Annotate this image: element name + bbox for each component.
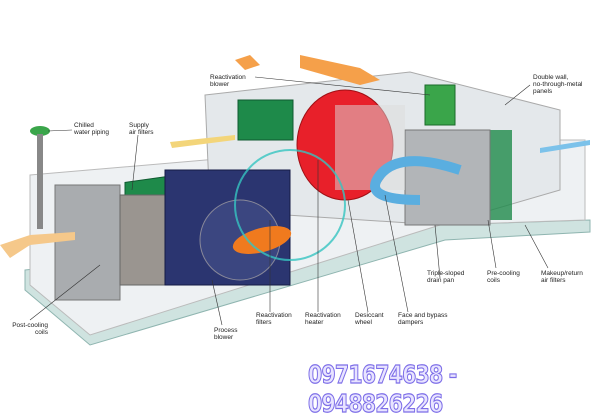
label-drain-pan: Triple-sloped drain pan xyxy=(427,270,465,284)
pre-cooling-coil xyxy=(404,129,491,226)
label-makeup-filters: Makeup/return air filters xyxy=(541,270,583,284)
leader-lines xyxy=(29,76,549,326)
exhaust-arrow xyxy=(0,232,75,258)
reactivation-filter-panel xyxy=(237,99,294,141)
supply-coil xyxy=(119,194,166,286)
chilled-water-valve xyxy=(30,126,50,136)
post-cooling-coil xyxy=(54,184,121,301)
label-chilled-water: Chilled water piping xyxy=(74,122,110,136)
air-handling-unit-diagram xyxy=(0,55,591,346)
phone-watermark: 0971674638 - 0948826226 xyxy=(308,359,458,418)
label-supply-filters: Supply air filters xyxy=(129,122,154,136)
logo-watermark xyxy=(234,149,346,261)
label-face-bypass: Face and bypass dampers xyxy=(398,312,448,326)
reactivation-exhaust-arrow xyxy=(235,55,260,70)
label-reactivation-blower: Reactivation blower xyxy=(210,74,246,88)
label-pre-cooling: Pre-cooling coils xyxy=(487,270,520,284)
reactivation-blower xyxy=(424,84,456,126)
supply-air-arrow xyxy=(170,135,235,148)
makeup-air-arrow xyxy=(540,140,590,153)
heated-air-arrow xyxy=(232,226,292,254)
process-air-arrow xyxy=(370,156,462,205)
pre-cooling-filter xyxy=(490,130,512,220)
reactivation-air-arrow xyxy=(300,55,380,85)
label-reactivation-filters: Reactivation filters xyxy=(256,312,292,326)
label-process-blower: Process blower xyxy=(214,327,238,341)
label-reactivation-heater: Reactivation heater xyxy=(305,312,341,326)
label-desiccant-wheel: Desiccant wheel xyxy=(355,312,384,326)
label-post-cooling: Post-cooling coils xyxy=(12,322,48,336)
label-double-wall: Double wall, no-through-metal panels xyxy=(533,74,583,95)
